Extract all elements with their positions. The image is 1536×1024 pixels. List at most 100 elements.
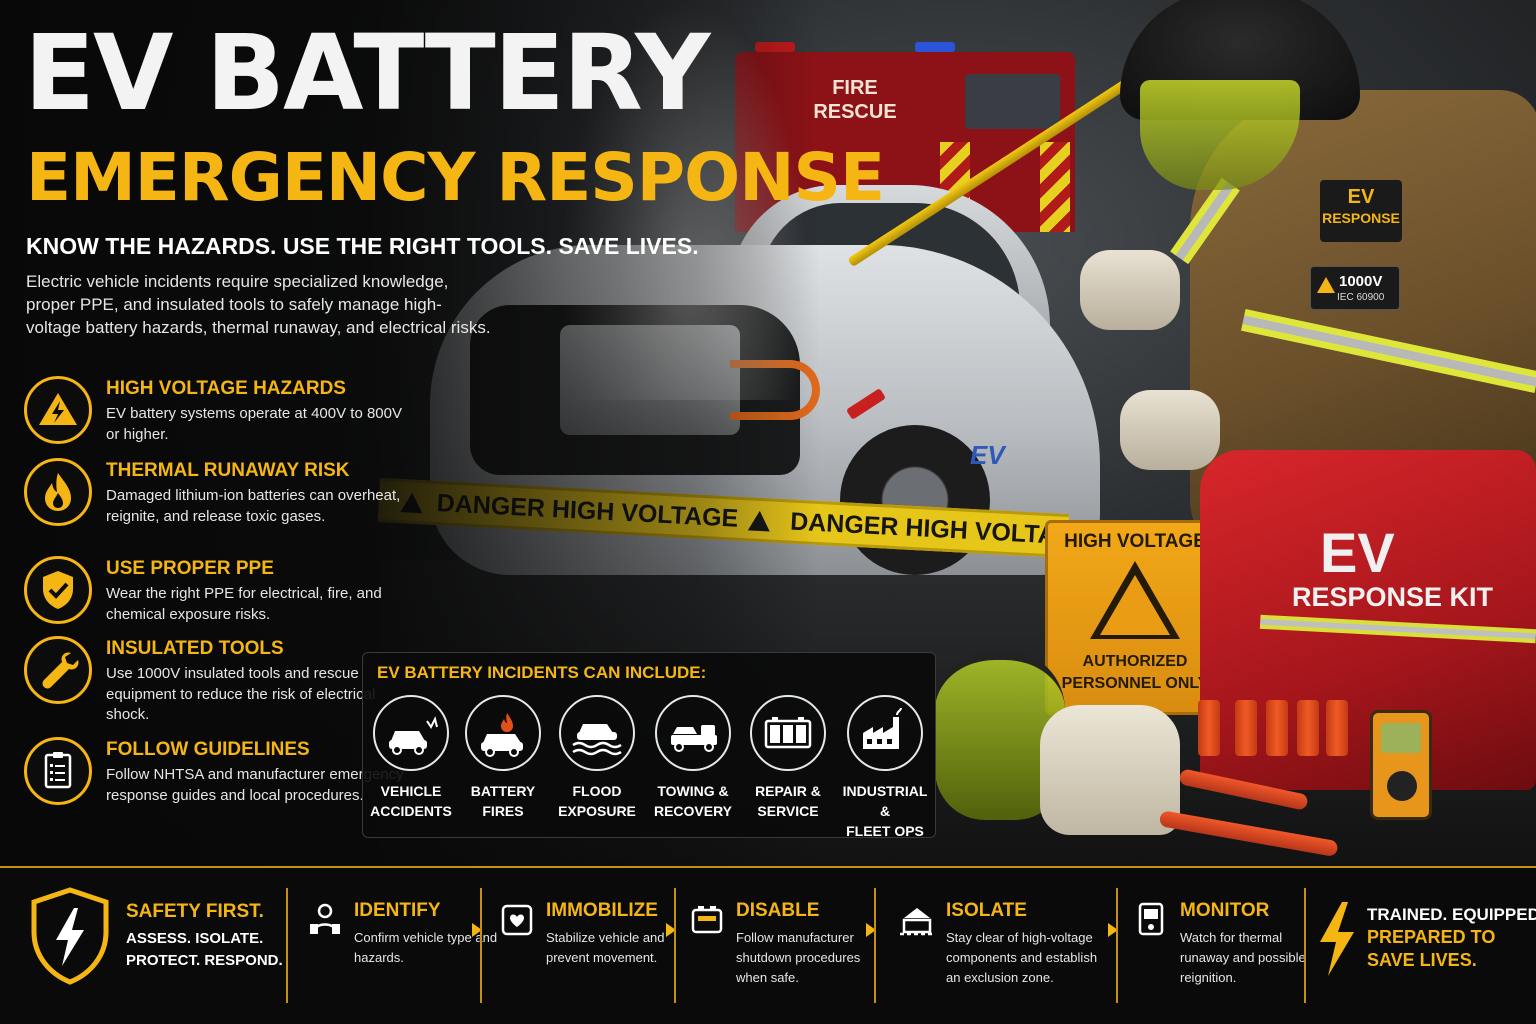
ev-response-kit-bag: EV RESPONSE KIT [1200, 450, 1536, 790]
tagline: KNOW THE HAZARDS. USE THE RIGHT TOOLS. S… [26, 233, 699, 259]
incident-vehicle-accidents: VEHICLE ACCIDENTS [363, 695, 459, 825]
insulated-socket [1198, 700, 1220, 756]
incident-flood-exposure: FLOOD EXPOSURE [549, 695, 645, 825]
isolate-zone-icon [898, 900, 936, 938]
truck-chevron [1040, 142, 1070, 232]
glove [1080, 250, 1180, 330]
hazard-follow-guidelines: FOLLOW GUIDELINES Follow NHTSA and manuf… [24, 737, 404, 817]
safety-first-text: ASSESS. ISOLATE. PROTECT. RESPOND. [126, 928, 286, 972]
step-immobilize: IMMOBILIZE Stabilize vehicle and prevent… [498, 898, 674, 1008]
incident-label-line2: FIRES [482, 803, 524, 819]
incident-repair-service: REPAIR & SERVICE [740, 695, 836, 825]
hazard-proper-ppe: USE PROPER PPE Wear the right PPE for el… [24, 556, 404, 636]
incident-label-line2: EXPOSURE [558, 803, 636, 819]
high-voltage-sign: HIGH VOLTAGE AUTHORIZED PERSONNEL ONLY [1045, 520, 1225, 715]
title-line2: EMERGENCY RESPONSE [26, 139, 885, 216]
title-line1: EV BATTERY [24, 12, 710, 134]
incident-label-line1: VEHICLE [380, 783, 442, 799]
incidents-title: EV BATTERY INCIDENTS CAN INCLUDE: [377, 663, 707, 682]
step-desc: Stabilize vehicle and prevent movement. [546, 930, 665, 965]
hazard-title: FOLLOW GUIDELINES [106, 739, 310, 760]
person-search-icon [306, 900, 344, 938]
kit-label-line2: RESPONSE KIT [1292, 582, 1494, 612]
patch2-line1: 1000V [1339, 273, 1383, 290]
incident-label: FLOOD EXPOSURE [549, 781, 645, 821]
ev-response-patch: EV RESPONSE [1320, 180, 1402, 242]
hazard-desc: Follow NHTSA and manufacturer emergency … [106, 766, 404, 804]
hazard-title: INSULATED TOOLS [106, 638, 284, 659]
incident-label: TOWING & RECOVERY [645, 781, 741, 821]
step-title: IMMOBILIZE [546, 900, 658, 921]
kit-reflective-stripe [1259, 614, 1536, 644]
car-crash-icon [373, 695, 449, 771]
warning-triangle-inner [1100, 575, 1170, 635]
safety-line2: PROTECT. RESPOND. [126, 952, 283, 969]
monitor-device-icon [1132, 900, 1170, 938]
divider [1304, 888, 1306, 1003]
step-title: DISABLE [736, 900, 820, 921]
divider [480, 888, 482, 1003]
incident-label-line2: FLEET OPS [846, 823, 924, 839]
voltage-rating-patch: 1000V IEC 60900 [1310, 266, 1400, 310]
car-immobilize-icon [498, 900, 536, 938]
intro-paragraph: Electric vehicle incidents require speci… [26, 272, 491, 337]
lightning-bolt-icon [1316, 900, 1358, 978]
arrow-right-icon [666, 923, 676, 937]
hazard-desc: Use 1000V insulated tools and rescue equ… [106, 665, 376, 723]
sign-text: AUTHORIZED PERSONNEL ONLY [1048, 651, 1222, 695]
hazard-thermal-runaway: THERMAL RUNAWAY RISK Damaged lithium-ion… [24, 458, 404, 538]
divider [874, 888, 876, 1003]
truck-window [965, 74, 1060, 129]
incident-label-line2: SERVICE [757, 803, 819, 819]
insulated-socket [1235, 700, 1257, 756]
incident-industrial-fleet: INDUSTRIAL & FLEET OPS [837, 695, 933, 839]
patch-line1: EV [1347, 186, 1375, 208]
hazard-high-voltage: HIGH VOLTAGE HAZARDS EV battery systems … [24, 376, 404, 456]
truck-label: FIRE RESCUE [795, 76, 915, 124]
warning-triangle-icon [1317, 277, 1335, 293]
factory-icon [847, 695, 923, 771]
car-ev-badge: EV [970, 440, 1005, 470]
incident-label-line1: REPAIR & [755, 783, 821, 799]
incident-label: VEHICLE ACCIDENTS [363, 781, 459, 821]
footer-bar: SAFETY FIRST. ASSESS. ISOLATE. PROTECT. … [0, 866, 1536, 1024]
step-desc: Stay clear of high-voltage components an… [946, 930, 1098, 985]
step-desc: Follow manufacturer shutdown procedures … [736, 930, 861, 985]
divider [674, 888, 676, 1003]
sign-line2: PERSONNEL ONLY [1061, 675, 1209, 692]
incident-towing-recovery: TOWING & RECOVERY [645, 695, 741, 825]
incident-label: BATTERY FIRES [455, 781, 551, 821]
truck-label-line1: FIRE [832, 77, 878, 99]
glove [1120, 390, 1220, 470]
insulated-socket [1326, 700, 1348, 756]
shield-check-icon [24, 556, 92, 624]
shield-bolt-icon [28, 886, 112, 986]
closing-line2: PREPARED TO SAVE LIVES. [1367, 927, 1496, 970]
incident-label: REPAIR & SERVICE [740, 781, 836, 821]
insulated-socket [1266, 700, 1288, 756]
wrench-icon [24, 636, 92, 704]
step-identify: IDENTIFY Confirm vehicle type and hazard… [306, 898, 497, 1008]
emergency-light [915, 42, 955, 52]
patch-line2: RESPONSE [1322, 210, 1400, 226]
step-title: MONITOR [1180, 900, 1270, 921]
kit-label-line1: EV [1320, 521, 1395, 584]
step-disable: DISABLE Follow manufacturer shutdown pro… [688, 898, 864, 1008]
car-flood-icon [559, 695, 635, 771]
hazard-title: HIGH VOLTAGE HAZARDS [106, 378, 346, 399]
incident-label-line1: INDUSTRIAL & [842, 783, 928, 819]
incident-battery-fires: BATTERY FIRES [455, 695, 551, 825]
step-desc: Watch for thermal runaway and possible r… [1180, 930, 1306, 985]
step-monitor: MONITOR Watch for thermal runaway and po… [1132, 898, 1308, 1008]
car-fire-icon [465, 695, 541, 771]
insulated-glove [1040, 705, 1180, 835]
step-title: ISOLATE [946, 900, 1027, 921]
tow-truck-icon [655, 695, 731, 771]
patch2-line2: IEC 60900 [1337, 292, 1385, 303]
incident-label-line1: BATTERY [470, 783, 536, 799]
incident-label: INDUSTRIAL & FLEET OPS [837, 781, 933, 841]
safety-first-title: SAFETY FIRST. [126, 901, 264, 922]
divider [286, 888, 288, 1003]
insulated-socket [1297, 700, 1319, 756]
incident-label-line2: ACCIDENTS [370, 803, 452, 819]
